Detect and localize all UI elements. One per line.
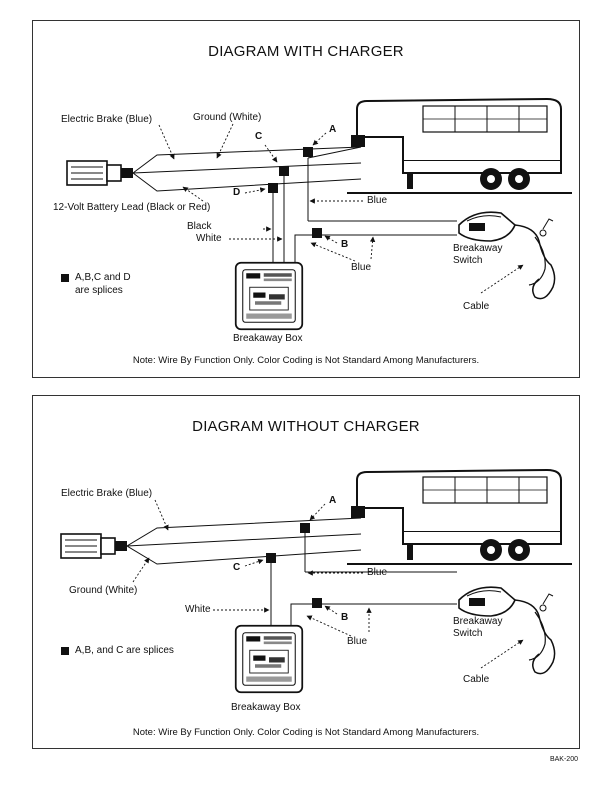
splice-d-label: D (233, 187, 241, 198)
splice-b (312, 228, 322, 238)
wiring-diagram-with-charger (66, 98, 572, 331)
blue-bottom-label: Blue (351, 262, 372, 273)
trailer-plug-icon (66, 160, 134, 186)
panel-title: DIAGRAM WITH CHARGER (208, 43, 404, 60)
legend-splice-icon (61, 274, 69, 282)
electric-brake-label: Electric Brake (Blue) (61, 114, 153, 125)
electric-brake-wire (126, 533, 362, 547)
splice-b (312, 598, 322, 608)
splice-c-label: C (233, 562, 241, 573)
splice-b-leader (324, 605, 338, 615)
wiring-diagram-without-charger (60, 469, 572, 694)
cable-leader (480, 639, 524, 669)
electric-brake-wire (132, 162, 362, 174)
diagram-without-charger-panel: DIAGRAM WITHOUT CHARGER Electric Brake (… (32, 395, 580, 749)
splice-d (268, 183, 278, 193)
wire-bundle (126, 517, 362, 565)
splice-a (303, 147, 313, 157)
splice-b-leader (324, 235, 338, 244)
breakaway-switch-label-line1: Breakaway (453, 243, 503, 254)
panel-note: Note: Wire By Function Only. Color Codin… (132, 355, 480, 366)
wire-bundle (132, 146, 362, 192)
cable-leader (480, 264, 524, 294)
breakaway-box-icon (234, 624, 304, 694)
trailer-wire (307, 146, 362, 159)
breakaway-switch-label-line1: Breakaway (453, 616, 503, 627)
document-code: BAK-200 (549, 756, 578, 763)
splice-c (266, 553, 276, 563)
box-to-switch-wire (290, 603, 457, 630)
box-to-switch-wire (294, 234, 457, 267)
splice-c-leader (244, 558, 264, 567)
blue-bottom-leader-1 (306, 615, 352, 637)
legend-text-line2: are splices (75, 285, 123, 296)
blue-top-label: Blue (367, 195, 388, 206)
breakaway-switch-label-line2: Switch (453, 628, 483, 639)
splice-c-label: C (255, 131, 263, 142)
blue-bottom-leader-1 (310, 242, 356, 262)
diagram-with-charger-panel: DIAGRAM WITH CHARGER Electric Brake (Blu… (32, 20, 580, 378)
splice-b-label: B (341, 612, 349, 623)
splice-a-label: A (329, 124, 337, 135)
battery-leader (182, 186, 204, 202)
breakaway-box-label: Breakaway Box (233, 333, 303, 344)
cable-label: Cable (463, 301, 490, 312)
ground-leader (132, 557, 150, 583)
splice-c-leader (264, 144, 278, 163)
legend-text-line1: A,B, and C are splices (75, 645, 174, 656)
legend-text-line1: A,B,C and D (75, 272, 131, 283)
electric-brake-leader (154, 499, 169, 531)
trailer-plug-icon (60, 533, 128, 559)
splice-a-label: A (329, 495, 337, 506)
blue-bottom-leader-2 (369, 236, 376, 260)
breakaway-box-icon (234, 261, 304, 331)
ground-label: Ground (White) (193, 112, 262, 123)
trailer-illustration (347, 469, 572, 565)
white-label: White (185, 604, 211, 615)
splice-b-label: B (341, 239, 349, 250)
battery-lead-label: 12-Volt Battery Lead (Black or Red) (53, 202, 211, 213)
cable-label: Cable (463, 674, 490, 685)
legend-splice-icon (61, 647, 69, 655)
breakaway-switch-label-line2: Switch (453, 255, 483, 266)
splice-a-leader (309, 503, 326, 521)
splice-a-leader (312, 132, 327, 146)
splice-d-leader (244, 187, 266, 194)
electric-brake-label: Electric Brake (Blue) (61, 488, 153, 499)
splice-c (279, 166, 289, 176)
panel-note: Note: Wire By Function Only. Color Codin… (132, 727, 480, 738)
white-label: White (196, 233, 222, 244)
trailer-illustration (347, 98, 572, 194)
blue-bottom-label: Blue (347, 636, 368, 647)
breakaway-box-label: Breakaway Box (231, 702, 301, 713)
panel-title: DIAGRAM WITHOUT CHARGER (192, 418, 420, 435)
electric-brake-leader (158, 124, 175, 160)
ground-label: Ground (White) (69, 585, 138, 596)
splice-a (300, 523, 310, 533)
black-label: Black (187, 221, 212, 232)
blue-top-label: Blue (367, 567, 388, 578)
